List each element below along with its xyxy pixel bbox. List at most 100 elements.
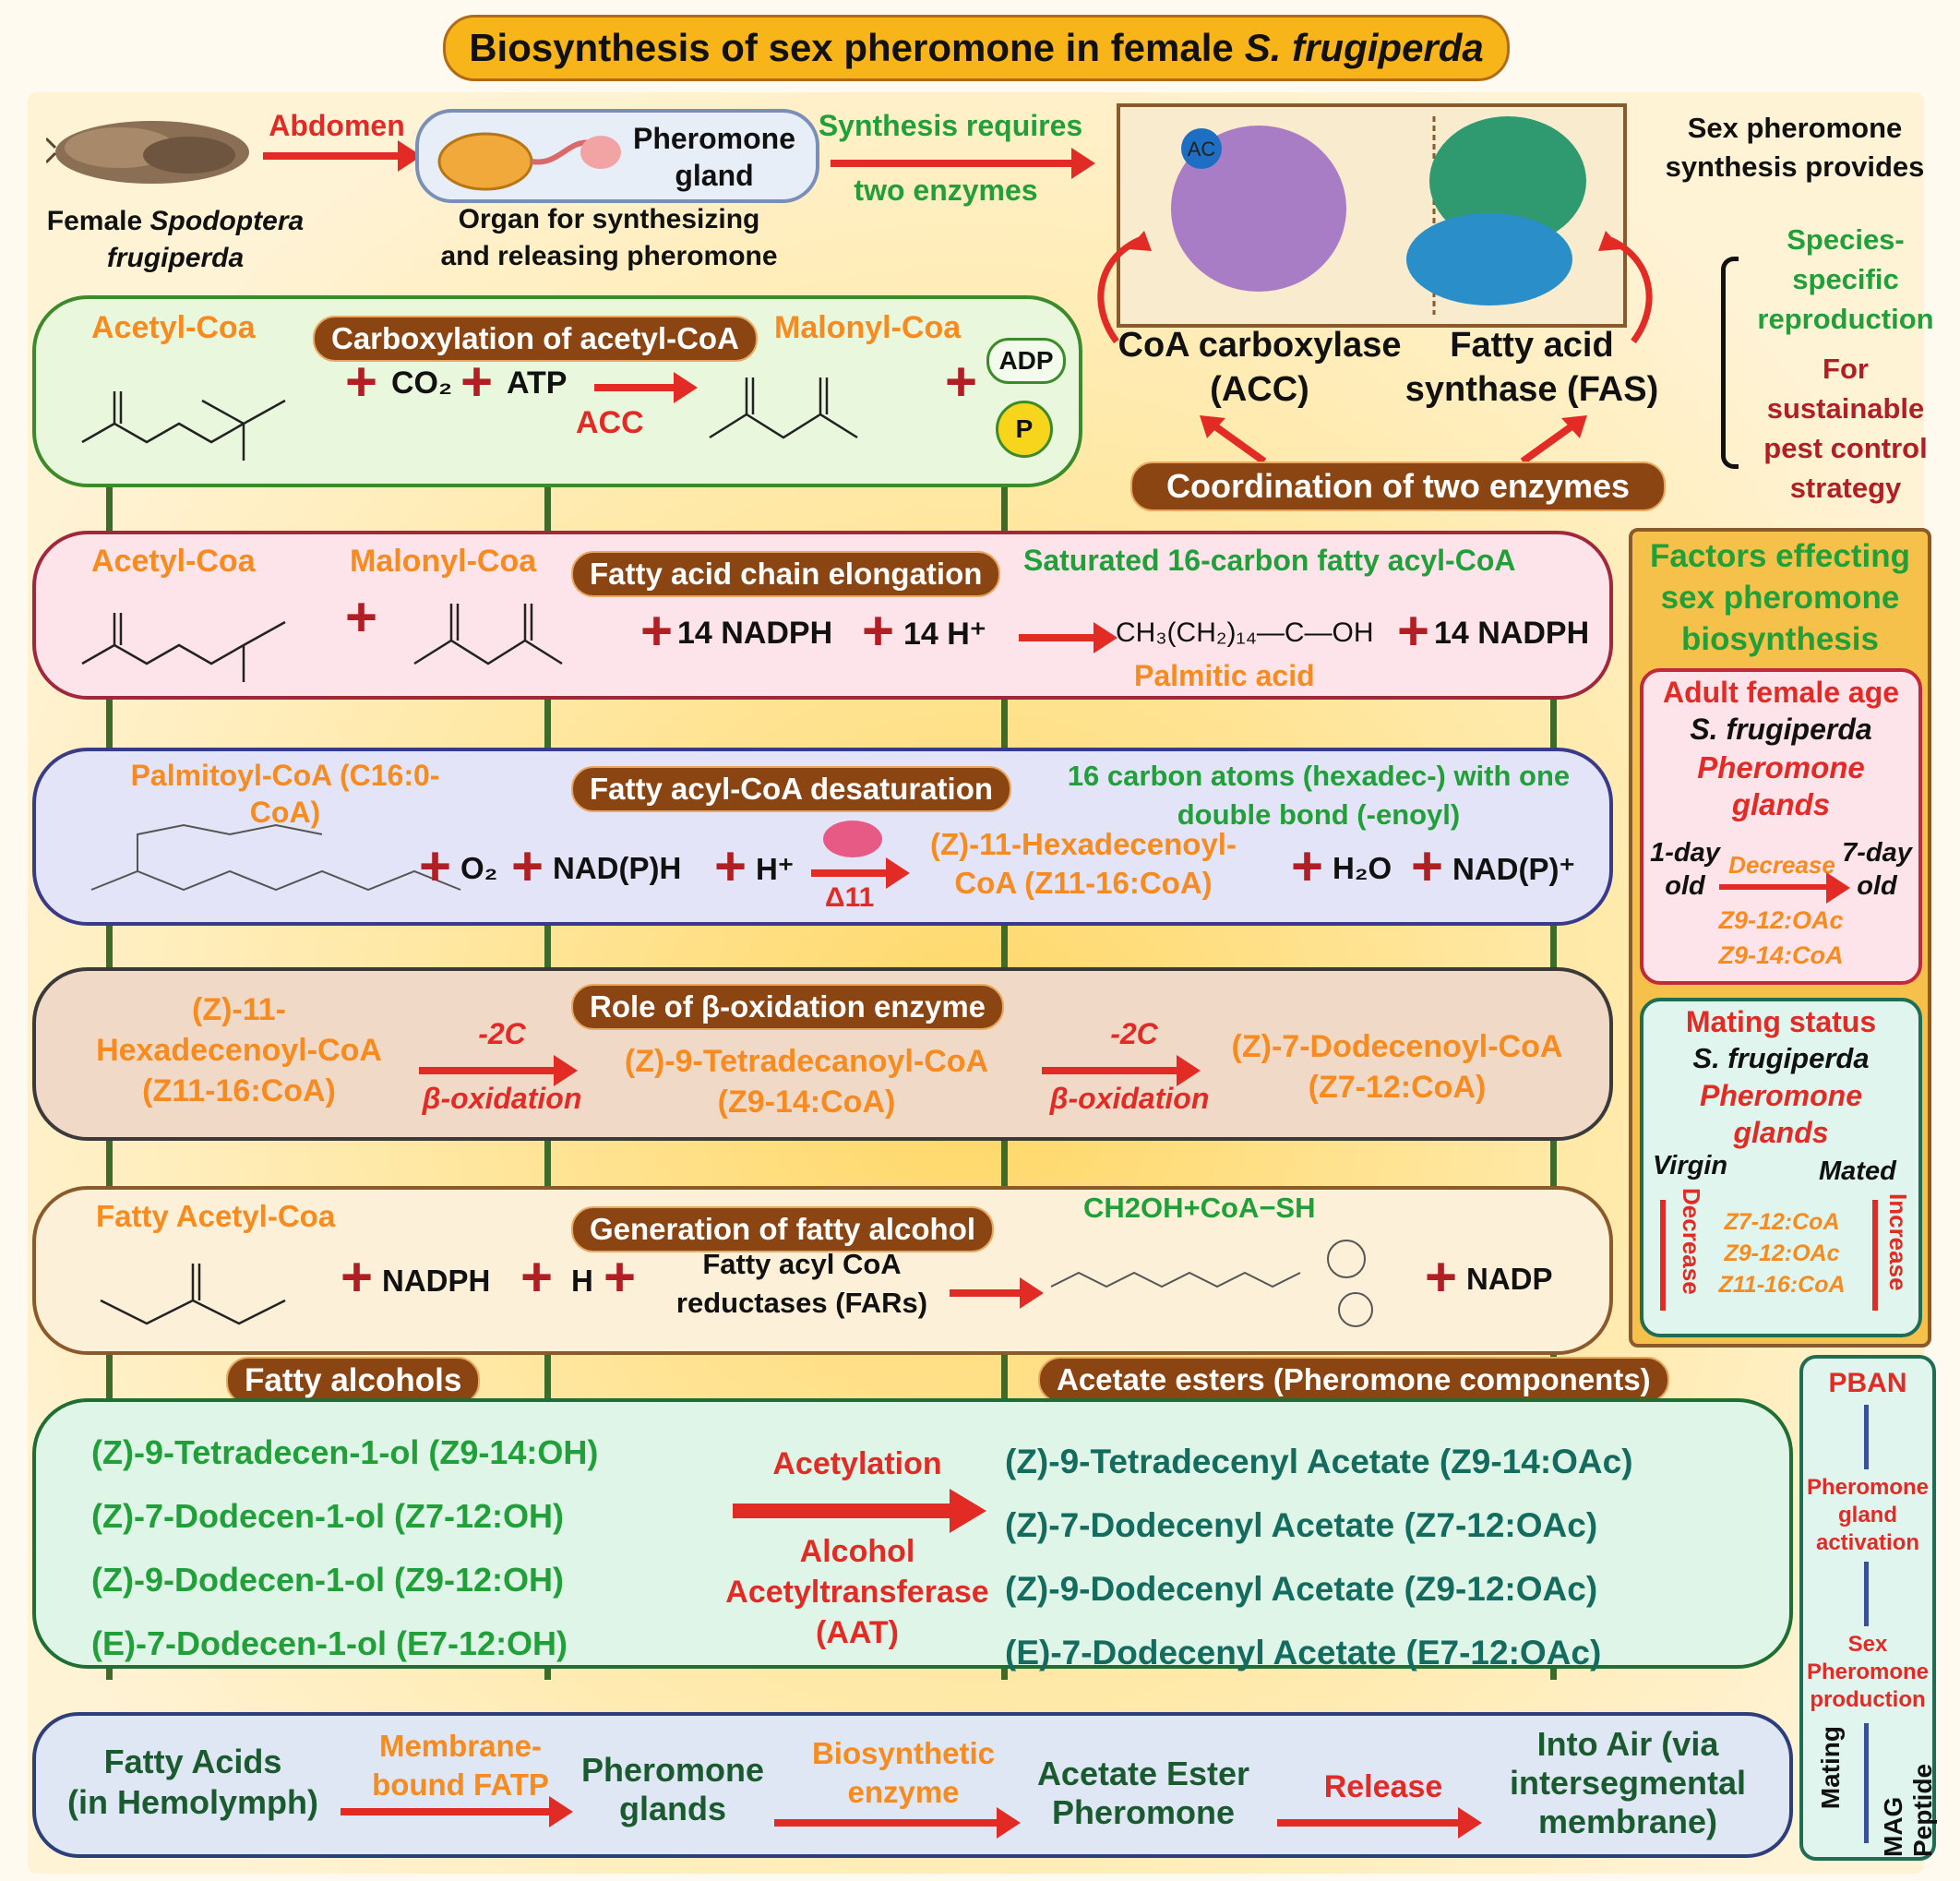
abdomen-arrow [263, 140, 422, 172]
gland-label-1: Pheromone [632, 122, 796, 155]
abdomen-label: Abdomen [269, 109, 405, 142]
step3-h: H⁺ [756, 852, 795, 886]
step3-pill: Fatty acyl-CoA desaturation [571, 766, 1012, 812]
step1-arrow [594, 372, 698, 403]
acetate-esters-pill: Acetate esters (Pheromone components) [1038, 1357, 1669, 1403]
acc-label: CoA carboxylase(ACC) [1117, 326, 1402, 409]
step3-enzyme: Δ11 [825, 882, 875, 913]
step3-arrow [811, 857, 910, 889]
age-panel: Adult female age S. frugiperda Pheromone… [1640, 668, 1922, 985]
gland-label-2: gland [675, 159, 754, 192]
step4-minus2c-a: -2C [478, 1017, 526, 1050]
step3-o2: O₂ [460, 851, 498, 885]
requires-label-2: two enzymes [854, 174, 1038, 207]
step2-nadph-in: 14 NADPH [677, 616, 833, 651]
mag-peptide-label: MAG Peptide [1879, 1763, 1937, 1857]
step1-acetylcoa-structure [81, 391, 286, 461]
mating-increase: Increase [1884, 1193, 1912, 1291]
step2-acetylcoa-structure [81, 613, 286, 682]
mating-species: S. frugiperda [1692, 1042, 1870, 1074]
step4-pill: Role of β-oxidation enzyme [571, 984, 1005, 1030]
step4-box: Role of β-oxidation enzyme (Z)-11-Hexade… [32, 967, 1613, 1141]
step3-nadp: NAD(P)⁺ [1452, 852, 1575, 886]
step3-h2o: H₂O [1333, 851, 1392, 885]
step5-coa-structure [1050, 1240, 1373, 1327]
step4-substrate: (Z)-11-Hexadecenoyl-CoA(Z11-16:CoA) [96, 992, 382, 1108]
ester-item: (Z)-9-Dodecenyl Acetate (Z9-12:OAc) [1005, 1570, 1598, 1608]
step5-fatty-label: Fatty Acetyl-Coa [96, 1199, 336, 1233]
step1-malonylcoa-structure [709, 377, 858, 439]
step4-intermediate: (Z)-9-Tetradecanoyl-CoA(Z9-14:CoA) [624, 1044, 989, 1120]
step5-nadp: NADP [1466, 1262, 1553, 1296]
step1-pill: Carboxylation of acetyl-CoA [313, 316, 758, 362]
step6-box: (Z)-9-Tetradecen-1-ol (Z9-14:OH) (Z)-7-D… [32, 1398, 1793, 1671]
step2-nadph-out: 14 NADPH [1434, 616, 1590, 651]
step2-formula: CH₃(CH₂)₁₄—C—OH [1116, 617, 1374, 648]
step1-acetyl-label: Acetyl-Coa [91, 310, 256, 345]
step3-palmitoyl-label: Palmitoyl-CoA (C16:0-CoA) [130, 759, 440, 829]
alcohol-item: (Z)-7-Dodecen-1-ol (Z7-12:OH) [91, 1497, 564, 1535]
step5-product-label: CH2OH+CoA−SH [1083, 1192, 1316, 1224]
step1-atp: ATP [507, 365, 568, 401]
step5-nadph: NADPH [382, 1264, 491, 1298]
step2-acetyl-label: Acetyl-Coa [91, 544, 256, 579]
brace [1721, 257, 1739, 469]
acetylation-arrow [733, 1504, 954, 1518]
ester-item: (E)-7-Dodecenyl Acetate (E7-12:OAc) [1005, 1634, 1602, 1671]
mating-label: Mating [1816, 1726, 1845, 1810]
step4-arrow-a [419, 1055, 578, 1086]
step7-fatty-acids: Fatty Acids(in Hemolymph) [66, 1743, 318, 1821]
title-text: Biosynthesis of sex pheromone in female [469, 26, 1234, 69]
alcohol-list: (Z)-9-Tetradecen-1-ol (Z9-14:OH) (Z)-7-D… [91, 1420, 598, 1675]
step4-product: (Z)-7-Dodecenoyl-CoA(Z7-12:CoA) [1231, 1029, 1563, 1105]
step2-palmitic: Palmitic acid [1134, 659, 1315, 692]
pban-arrow-2 [1864, 1562, 1869, 1626]
moth-icon [46, 121, 249, 184]
step3-product: (Z)-11-Hexadecenoyl-CoA (Z11-16:CoA) [930, 827, 1237, 900]
alcohol-item: (E)-7-Dodecen-1-ol (E7-12:OH) [91, 1624, 568, 1662]
step7-fatp: Membrane-bound FATP [372, 1729, 549, 1802]
step7-arrow-2 [774, 1807, 1021, 1839]
acc-structure: AC [1171, 116, 1586, 315]
step3-box: Palmitoyl-CoA (C16:0-CoA) Fatty acyl-CoA… [32, 748, 1613, 926]
step5-h: H [571, 1264, 593, 1298]
gland-bubble: Pheromone gland [415, 109, 819, 203]
mating-decrease-arrow [1660, 1200, 1666, 1311]
step5-box: Fatty Acetyl-Coa Generation of fatty alc… [32, 1186, 1613, 1355]
step7-box: Fatty Acids(in Hemolymph) Membrane-bound… [32, 1712, 1793, 1858]
alcohol-item: (Z)-9-Tetradecen-1-ol (Z9-14:OH) [91, 1433, 599, 1471]
requires-label-1: Synthesis requires [818, 109, 1083, 142]
step3-palmitoylcoa-structure [90, 823, 461, 892]
coordination-arrows [1200, 415, 1587, 465]
step4-arrow-b [1042, 1055, 1201, 1086]
age-title: Adult female age [1662, 676, 1900, 709]
pban-label: PBAN [1828, 1368, 1907, 1398]
mag-arrow [1864, 1723, 1869, 1843]
step5-pill: Generation of fatty alcohol [571, 1206, 995, 1252]
step1-box: Acetyl-Coa Carboxylation of acetyl-CoA M… [32, 295, 1082, 487]
age-species: S. frugiperda [1690, 713, 1872, 746]
step4-betaox-b: β-oxidation [1049, 1082, 1210, 1115]
step2-arrow [1019, 622, 1117, 653]
step1-co2: CO₂ [391, 365, 453, 401]
step7-release: Release [1323, 1769, 1443, 1804]
